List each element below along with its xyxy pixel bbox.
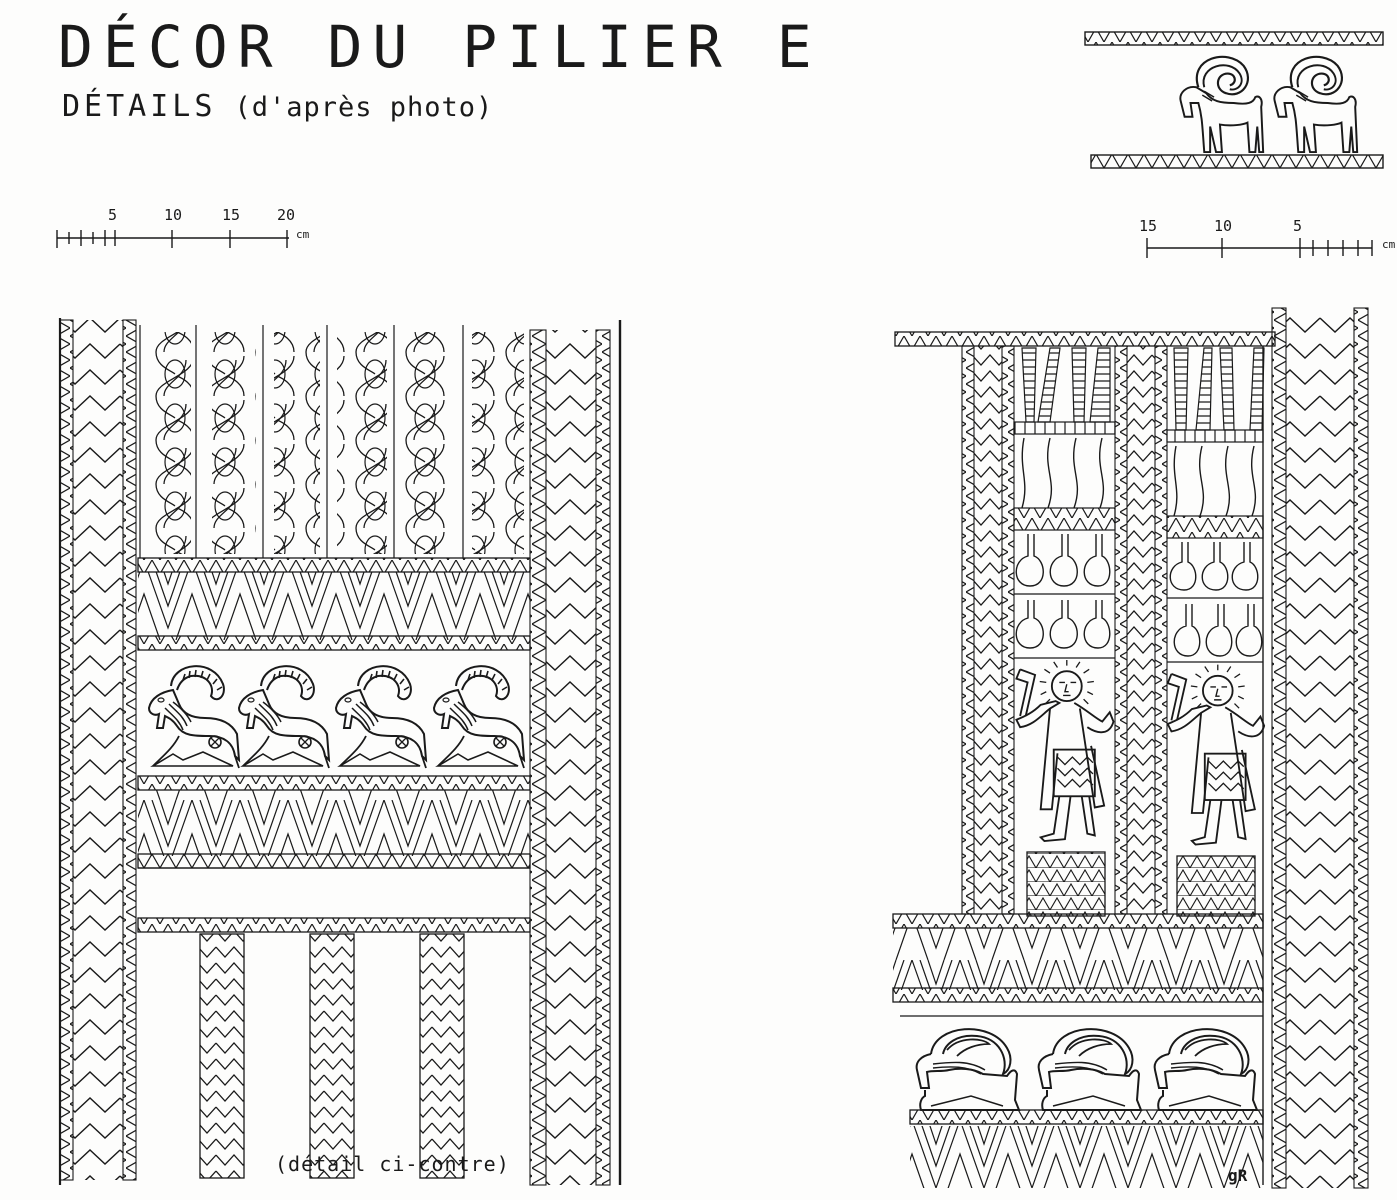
page-subtitle: DÉTAILS (d'après photo) [62, 92, 493, 122]
scale-left-label-10: 10 [164, 206, 183, 224]
scale-right-label-15: 15 [1139, 217, 1158, 235]
lower-strips [199, 933, 465, 1179]
scale-left-unit: cm [296, 228, 310, 241]
right-panel [892, 307, 1369, 1189]
scale-left-label-5: 5 [108, 206, 118, 224]
right-ibex-row [915, 1028, 1259, 1112]
scale-left-label-15: 15 [222, 206, 241, 224]
page-title: DÉCOR DU PILIER E [58, 13, 822, 81]
scale-left-label-20: 20 [277, 206, 296, 224]
scale-bar-right [1146, 238, 1373, 258]
scale-bar-left [56, 230, 289, 248]
left-ibex-row [148, 665, 525, 769]
cable-columns [139, 325, 524, 558]
subtitle-main: DÉTAILS [62, 89, 217, 124]
scale-right-unit: cm [1382, 238, 1396, 251]
right-panel-bay-2 [1166, 347, 1266, 917]
subtitle-note: (d'après photo) [234, 92, 494, 123]
left-panel [58, 318, 622, 1186]
right-panel-bay-1 [1013, 347, 1116, 917]
inset-ibex-frieze [1084, 31, 1384, 169]
scale-right-label-10: 10 [1214, 217, 1233, 235]
scale-right-label-5: 5 [1293, 217, 1303, 235]
